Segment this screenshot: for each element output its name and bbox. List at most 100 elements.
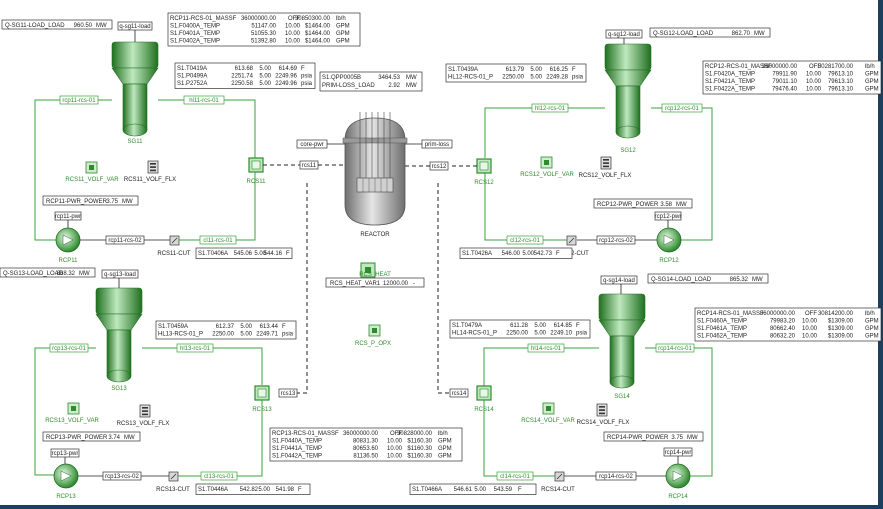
sg11-name: SG11 xyxy=(128,139,144,145)
rcs13-cut-icon[interactable] xyxy=(168,471,179,482)
sg13-pipe-left-tag[interactable]: rcp13-rcs-01 xyxy=(49,343,89,353)
rcp12-pump[interactable] xyxy=(656,227,682,253)
rcs13-hot-tag[interactable]: rcs13 xyxy=(278,388,298,398)
sg14-vessel[interactable] xyxy=(598,293,646,389)
rcp14-pump[interactable] xyxy=(665,463,691,489)
rcs13-cut-icon-slash xyxy=(170,473,177,480)
sg13-flow-table-cell: GPM xyxy=(438,439,452,445)
rcs11-hot-tag[interactable]: rcs11 xyxy=(299,160,319,170)
cl14-temp-table-cell: 5.00 xyxy=(474,487,486,493)
rcs11-cut-icon[interactable] xyxy=(169,235,180,246)
rcp11-pump[interactable] xyxy=(55,227,81,253)
cl12-temp-table-cell: 546.00 xyxy=(502,251,521,257)
sg14-pipe-left-tag-frame xyxy=(527,343,565,353)
rcp14-pwr-tag[interactable]: rcp14-pwr xyxy=(663,447,693,457)
sg13-temp-table-cell: HL13-RCS-01_P xyxy=(158,332,203,338)
rcp13-pump[interactable] xyxy=(53,463,79,489)
sg11-volf-var-icon[interactable] xyxy=(85,161,98,174)
rcp14-rcs02-tag-frame xyxy=(595,471,637,481)
sg11-flow-table-cell: 10.00 xyxy=(285,39,301,45)
sg11-pipe-right-tag-frame xyxy=(183,95,225,105)
sg12-flow-table-cell: 79011.10 xyxy=(772,79,797,85)
sg12-pipe-left-tag[interactable]: hl12-rcs-01 xyxy=(531,103,569,113)
sg14-flow-table-cell: 10.00 xyxy=(802,334,818,340)
sg14-pipe-right-tag-frame xyxy=(655,343,695,353)
rcp11-pwr-tag[interactable]: rcp11-pwr xyxy=(54,211,82,221)
sg12-flow-table-cell: GPM xyxy=(865,79,879,85)
rcs14-junction[interactable] xyxy=(476,385,492,401)
sg12-volf-var-icon[interactable] xyxy=(540,156,553,169)
sg11-pipe-right-tag[interactable]: hl11-rcs-01 xyxy=(183,95,225,105)
rcs11-junction[interactable] xyxy=(248,157,264,173)
sg14-flow-table-cell: S1.F0462A_TEMP xyxy=(697,334,747,340)
rcp13-rcs02-tag[interactable]: rcp13-rcs-02 xyxy=(102,471,142,481)
sg13-volf-var-icon[interactable] xyxy=(67,402,80,415)
sg12-pipe-left-tag-frame xyxy=(531,103,569,113)
rcs12-hot-tag[interactable]: rcs12 xyxy=(429,161,449,171)
sg13-vessel[interactable] xyxy=(95,287,143,383)
rcs12-cut-icon[interactable] xyxy=(566,235,577,246)
rcs12-label: RCS12 xyxy=(474,180,494,186)
sg11-load-tag[interactable]: q-sg11-load xyxy=(117,21,153,31)
sg13-pipe-right-tag-frame xyxy=(176,343,214,353)
rcp14-rcs02-tag[interactable]: rcp14-rcs-02 xyxy=(595,471,637,481)
sg11-temp-table-frame xyxy=(174,62,316,89)
rcs12-cut-icon-slash xyxy=(568,237,575,244)
sg11-vessel[interactable] xyxy=(111,41,159,137)
sg12-pipe-right-tag[interactable]: rcp12-rcs-01 xyxy=(661,103,703,113)
sg13-temp-table-cell: F xyxy=(282,324,286,330)
sg12-load-readout-frame xyxy=(649,27,771,38)
rcp13-pwr-tag[interactable]: rcp13-pwr xyxy=(50,448,80,458)
sg13-volf-flx-icon[interactable] xyxy=(139,404,151,418)
sg14-volf-flx-icon[interactable] xyxy=(596,403,608,417)
sg14-load-tag[interactable]: q-sg14-load xyxy=(600,275,638,285)
sg14-pipe-left-tag[interactable]: hl14-rcs-01 xyxy=(527,343,565,353)
rcs12-junction[interactable] xyxy=(476,158,492,174)
sg13-pipe-right-tag[interactable]: hl13-rcs-01 xyxy=(176,343,214,353)
sg13-load-tag[interactable]: q-sg13-load xyxy=(101,269,139,279)
sg12-vessel[interactable] xyxy=(604,43,652,139)
cl13-tag[interactable]: cl13-rcs-01 xyxy=(200,471,238,481)
rcp11-name: RCP11 xyxy=(59,258,79,264)
sg11-pipe-left-tag[interactable]: rcp11-rcs-01 xyxy=(59,95,99,105)
cl14-tag[interactable]: cl14-rcs-01 xyxy=(496,471,534,481)
sg12-flow-table-cell: 79613.10 xyxy=(828,72,854,78)
sg12-volf-flx-icon[interactable] xyxy=(600,156,612,170)
core-pwr-tag[interactable]: core-pwr xyxy=(296,139,328,149)
sg11-volf-flx-icon[interactable] xyxy=(147,160,159,174)
cl11-tag[interactable]: cl11-rcs-01 xyxy=(199,235,237,245)
sg11-steam-dome xyxy=(111,41,159,69)
sg12-temp-table-cell: HL12-RCS-01_P xyxy=(448,75,493,81)
cl12-tag[interactable]: cl12-rcs-01 xyxy=(506,235,544,245)
prim-loss-tag[interactable]: prim-loss xyxy=(421,139,453,149)
sg11-load-readout-frame xyxy=(1,19,113,30)
rcs13-junction[interactable] xyxy=(254,385,270,401)
sg14-pipe-right-tag-text: rcp14-rcs-01 xyxy=(658,346,692,352)
rcp12-pwr-tag[interactable]: rcp12-pwr xyxy=(654,211,682,221)
reactor-vessel[interactable] xyxy=(342,112,408,226)
rcs-p-opx-label: RCS_P_OPX xyxy=(355,341,391,347)
rcp11-rcs02-tag[interactable]: rcp11-rcs-02 xyxy=(105,235,145,245)
sg12-flow-table-cell: 10.00 xyxy=(806,79,822,85)
rcs14-cut-icon[interactable] xyxy=(554,471,565,482)
cl13-temp-table-cell: 5.00 xyxy=(258,487,270,493)
sg13-right-pipe xyxy=(142,347,263,385)
sg11-flow-table-cell: 10.00 xyxy=(285,31,301,37)
sg11-temp-table-cell: psia xyxy=(301,74,313,80)
rcs14-hot-tag[interactable]: rcs14 xyxy=(449,388,469,398)
rcp12-rcs02-tag[interactable]: rcp12-rcs-02 xyxy=(596,235,636,245)
sg14-volf-var-icon[interactable] xyxy=(542,402,555,415)
reactor-power-table-cell: MW xyxy=(406,75,417,81)
sg14-pipe-right-tag[interactable]: rcp14-rcs-01 xyxy=(655,343,695,353)
rcs-p-opx-icon[interactable] xyxy=(368,324,381,337)
sg11-temp-table-cell: psia xyxy=(301,81,313,87)
sg11-flow-table-cell: S1.F0402A_TEMP xyxy=(170,39,220,45)
cl11-temp-table-cell: 545.06 xyxy=(234,251,253,257)
sg12-load-tag[interactable]: q-sg12-load xyxy=(605,29,643,39)
rcs11-label: RCS11 xyxy=(247,179,267,185)
sg11-flow-table-cell: S1.F0400A_TEMP xyxy=(170,24,220,30)
